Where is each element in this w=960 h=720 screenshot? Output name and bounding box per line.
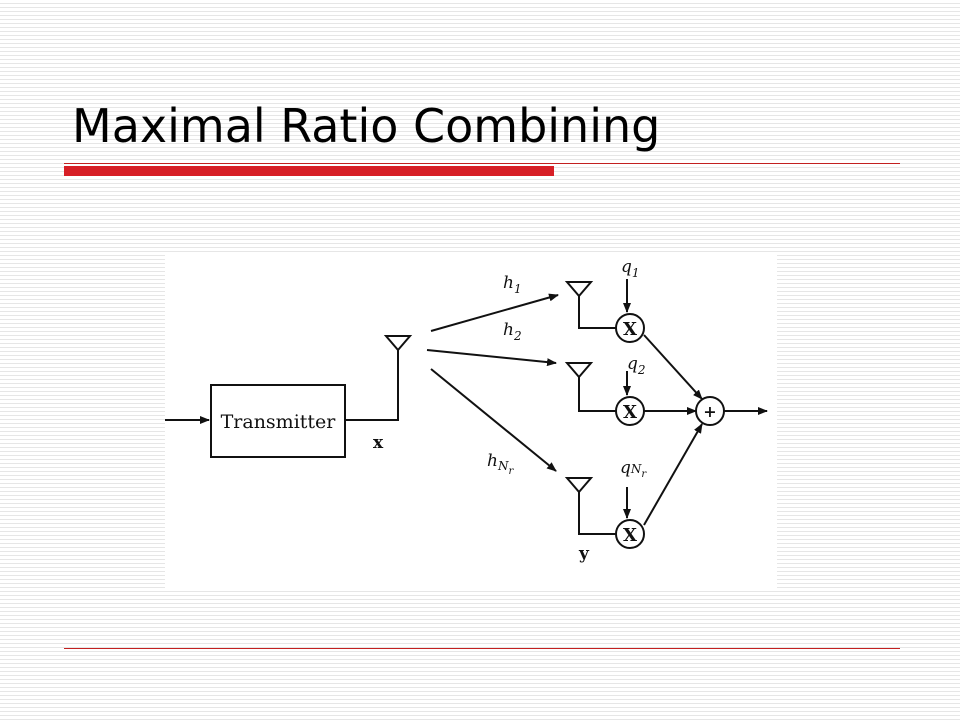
tx-antenna-icon <box>383 335 413 352</box>
transmitter-label: Transmitter <box>221 411 337 433</box>
rx-antenna-2-icon <box>564 362 594 379</box>
rx-feed-1 <box>578 296 616 329</box>
title-underline-accent <box>64 166 554 176</box>
multiplier-1-symbol: X <box>623 319 637 340</box>
combine-arrow-1 <box>643 334 703 400</box>
mrc-diagram: Transmitter x h1 h2 hNr q1 q2 qrNr X <box>165 257 768 564</box>
rx-antenna-nr-icon <box>564 477 594 494</box>
channel-label-nr: hNr <box>487 451 514 477</box>
tx-feed-line <box>345 350 399 421</box>
footer-rule <box>64 648 900 649</box>
combiner-symbol: + <box>703 402 716 421</box>
mrc-diagram-figure: Transmitter x h1 h2 hNr q1 q2 qrNr X <box>165 253 777 589</box>
rx-antenna-1-icon <box>564 281 594 298</box>
channel-arrow-nr <box>430 368 557 472</box>
channel-label-2: h2 <box>503 320 522 343</box>
rx-output-label: y <box>578 544 590 564</box>
channel-arrow-1 <box>430 293 559 332</box>
channel-label-1: h1 <box>503 273 522 296</box>
multiplier-nr-symbol: X <box>623 525 637 546</box>
rx-feed-2 <box>578 377 616 412</box>
title-underline-thin <box>64 163 900 164</box>
weight-label-1: q1 <box>621 257 640 280</box>
rx-feed-nr <box>578 492 616 535</box>
channel-arrow-2 <box>426 349 557 367</box>
multiplier-1 <box>615 313 645 343</box>
multiplier-nr <box>615 519 645 549</box>
weight-label-nr: qrNr <box>620 458 647 480</box>
multiplier-2-symbol: X <box>623 402 637 423</box>
slide-title: Maximal Ratio Combining <box>72 99 661 153</box>
combine-arrow-nr <box>643 423 703 526</box>
weight-label-2: q2 <box>627 354 646 377</box>
tx-signal-label: x <box>373 433 384 453</box>
